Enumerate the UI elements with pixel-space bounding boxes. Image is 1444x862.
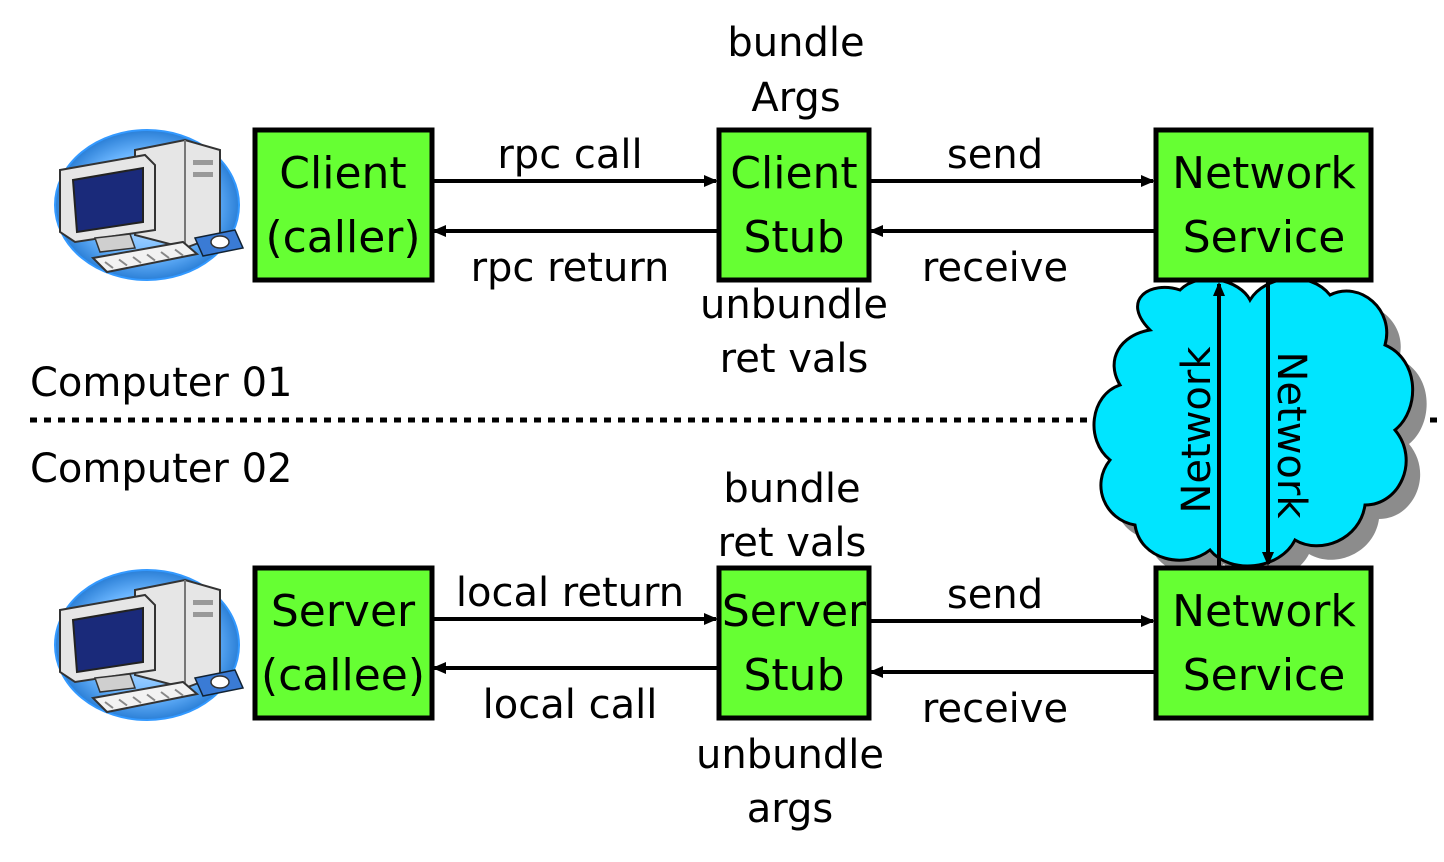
keyboard-key bbox=[132, 696, 142, 704]
unbundle-ret-vals-line1: unbundle bbox=[700, 282, 888, 328]
bundle-ret-vals-line2: ret vals bbox=[718, 520, 867, 566]
network-service-top-line2: Service bbox=[1183, 212, 1346, 263]
rpc-return-label: rpc return bbox=[471, 245, 670, 291]
server-stub-label-line2: Stub bbox=[744, 650, 845, 701]
network-service-bottom-line1: Network bbox=[1172, 586, 1356, 637]
tower-slot bbox=[193, 612, 213, 617]
monitor-screen bbox=[71, 606, 144, 674]
bottom-send-label: send bbox=[947, 572, 1043, 618]
client-label-line2: (caller) bbox=[265, 212, 420, 263]
tower-slot bbox=[193, 160, 213, 165]
unbundle-args-line2: args bbox=[747, 786, 833, 832]
bundle-ret-vals-line1: bundle bbox=[723, 466, 860, 512]
keyboard bbox=[90, 680, 200, 714]
client-stub-label-line2: Stub bbox=[744, 212, 845, 263]
computer-01-label: Computer 01 bbox=[30, 360, 292, 406]
client-stub-box bbox=[716, 127, 872, 283]
network-service-top-line1: Network bbox=[1172, 148, 1356, 199]
server-stub-box bbox=[716, 565, 872, 721]
network-right-label: Network bbox=[1268, 351, 1314, 519]
keyboard-key bbox=[160, 251, 170, 259]
keyboard-key bbox=[160, 691, 170, 699]
keyboard-key bbox=[118, 698, 128, 707]
rpc-call-label: rpc call bbox=[497, 132, 642, 178]
network-service-bottom-box bbox=[1153, 565, 1374, 721]
monitor-stand bbox=[93, 673, 137, 693]
bottom-receive-label: receive bbox=[922, 686, 1068, 732]
server-label-line2: (callee) bbox=[261, 650, 425, 701]
server-stub-label-line1: Server bbox=[722, 586, 867, 637]
network-cloud-icon bbox=[1092, 277, 1427, 581]
network-service-bottom-line2: Service bbox=[1183, 650, 1346, 701]
bundle-args-line2: Args bbox=[751, 75, 840, 121]
client-box bbox=[252, 127, 435, 283]
keyboard-key bbox=[146, 693, 156, 702]
client-stub-label-line1: Client bbox=[730, 148, 857, 199]
local-return-label: local return bbox=[456, 570, 684, 616]
unbundle-args-line1: unbundle bbox=[696, 732, 884, 778]
cloud-body bbox=[1092, 277, 1415, 568]
server-label-line1: Server bbox=[271, 586, 416, 637]
computer-02-label: Computer 02 bbox=[30, 446, 292, 492]
keyboard-key bbox=[174, 688, 184, 697]
tower-slot bbox=[193, 600, 213, 605]
client-label-line1: Client bbox=[279, 148, 406, 199]
monitor-screen bbox=[71, 166, 144, 234]
desktop-computer-icon bbox=[54, 129, 245, 281]
keyboard-key bbox=[174, 248, 184, 257]
top-send-label: send bbox=[947, 132, 1043, 178]
keyboard bbox=[90, 240, 200, 274]
network-service-top-box bbox=[1153, 127, 1374, 283]
mouse bbox=[210, 235, 230, 249]
network-left-label: Network bbox=[1174, 346, 1220, 514]
server-box bbox=[252, 565, 435, 721]
top-receive-label: receive bbox=[922, 245, 1068, 291]
monitor-stand bbox=[93, 233, 137, 253]
keyboard-key bbox=[104, 701, 114, 709]
keyboard-key bbox=[118, 258, 128, 267]
desktop-computer-icon bbox=[54, 569, 245, 721]
unbundle-ret-vals-line2: ret vals bbox=[720, 336, 869, 382]
bundle-args-line1: bundle bbox=[727, 20, 864, 66]
keyboard-key bbox=[146, 253, 156, 262]
keyboard-key bbox=[132, 256, 142, 264]
tower-slot bbox=[193, 172, 213, 177]
mouse bbox=[210, 675, 230, 689]
keyboard-key bbox=[104, 261, 114, 269]
local-call-label: local call bbox=[483, 682, 658, 728]
